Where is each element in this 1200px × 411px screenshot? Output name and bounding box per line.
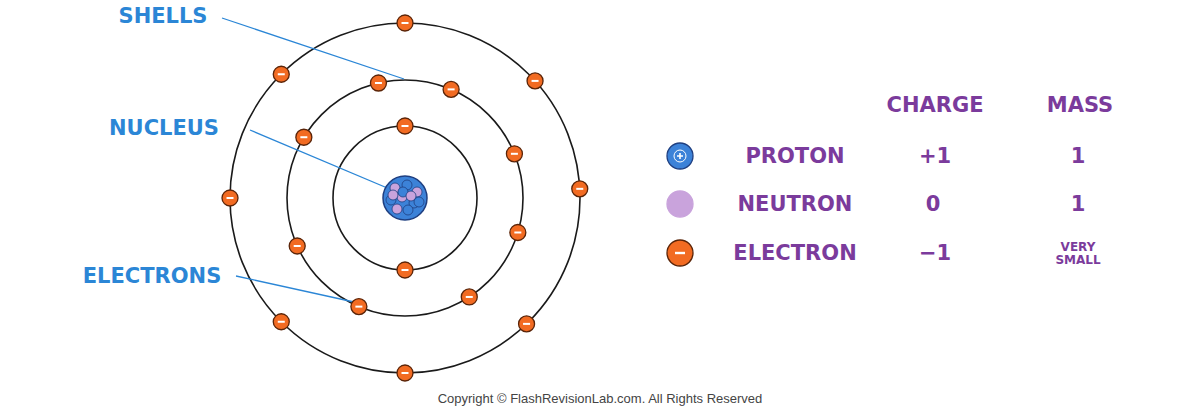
electron-body bbox=[519, 316, 535, 332]
nucleon bbox=[403, 205, 413, 215]
minus-sign bbox=[532, 80, 539, 82]
table-cell: 0 bbox=[926, 193, 941, 215]
nucleon bbox=[392, 204, 402, 214]
electron bbox=[351, 299, 367, 315]
nucleus-outline bbox=[383, 176, 427, 220]
minus-sign bbox=[227, 197, 234, 199]
electron bbox=[397, 118, 413, 134]
minus-sign bbox=[355, 306, 362, 308]
legend-sample bbox=[667, 240, 693, 266]
minus-sign bbox=[466, 296, 473, 298]
legend-sample bbox=[667, 191, 693, 217]
minus-sign bbox=[294, 245, 301, 247]
electron bbox=[519, 316, 535, 332]
electron bbox=[397, 262, 413, 278]
table-cell: VERY SMALL bbox=[1048, 241, 1108, 266]
electron-body bbox=[397, 365, 413, 381]
table-cell: 1 bbox=[1071, 193, 1086, 215]
part-name: NUCLEUS bbox=[109, 117, 219, 139]
table-cell: −1 bbox=[919, 242, 951, 264]
electron-body bbox=[273, 314, 289, 330]
electron bbox=[370, 75, 386, 91]
electron-body bbox=[397, 262, 413, 278]
legend-label: PROTON bbox=[745, 145, 844, 167]
electron-body bbox=[461, 289, 477, 305]
part-name: ELECTRONS bbox=[83, 265, 222, 287]
electron-body bbox=[273, 66, 289, 82]
electron bbox=[397, 15, 413, 31]
shell bbox=[230, 23, 580, 373]
minus-sign bbox=[278, 73, 285, 75]
electron-body bbox=[506, 146, 522, 162]
minus-sign bbox=[511, 153, 518, 155]
electron-body bbox=[351, 299, 367, 315]
table-cell: +1 bbox=[919, 145, 951, 167]
electron bbox=[296, 129, 312, 145]
leader-lines bbox=[222, 18, 404, 302]
electron-body bbox=[572, 181, 588, 197]
electron bbox=[461, 289, 477, 305]
minus-sign bbox=[402, 269, 409, 271]
electron-body bbox=[397, 15, 413, 31]
legend-swatch bbox=[667, 240, 693, 266]
part-name: SHELLS bbox=[119, 5, 208, 27]
minus-sign bbox=[402, 372, 409, 374]
electron bbox=[443, 81, 459, 97]
nucleon bbox=[388, 190, 398, 200]
shell bbox=[333, 126, 477, 270]
electron-body bbox=[443, 81, 459, 97]
electron bbox=[289, 238, 305, 254]
electron bbox=[506, 146, 522, 162]
minus-sign bbox=[675, 252, 685, 254]
minus-sign bbox=[523, 323, 530, 325]
electron bbox=[273, 314, 289, 330]
electron bbox=[222, 190, 238, 206]
plus-ring bbox=[674, 150, 686, 162]
electron-body bbox=[222, 190, 238, 206]
shell bbox=[287, 80, 523, 316]
column-heading: MASS bbox=[1047, 94, 1113, 116]
electrons bbox=[222, 15, 588, 381]
electron bbox=[572, 181, 588, 197]
minus-sign bbox=[514, 231, 521, 233]
leader-line bbox=[222, 18, 404, 79]
electron bbox=[397, 365, 413, 381]
electron-body bbox=[296, 129, 312, 145]
electron bbox=[273, 66, 289, 82]
legend-label: NEUTRON bbox=[738, 193, 853, 215]
minus-sign bbox=[448, 88, 455, 90]
minus-sign bbox=[278, 321, 285, 323]
copyright-note: Copyright © FlashRevisionLab.com. All Ri… bbox=[438, 392, 763, 406]
legend-swatch bbox=[667, 191, 693, 217]
shells bbox=[230, 23, 580, 373]
nucleon bbox=[414, 197, 424, 207]
minus-sign bbox=[576, 188, 583, 190]
column-heading: CHARGE bbox=[887, 94, 984, 116]
electron-body bbox=[397, 118, 413, 134]
electron bbox=[527, 73, 543, 89]
nucleus bbox=[383, 176, 427, 220]
electron-body bbox=[370, 75, 386, 91]
minus-sign bbox=[402, 125, 409, 127]
minus-sign bbox=[375, 82, 382, 84]
electron-body bbox=[527, 73, 543, 89]
table-cell: 1 bbox=[1071, 145, 1086, 167]
minus-sign bbox=[300, 136, 307, 138]
plus-sign bbox=[677, 153, 683, 159]
legend-swatches bbox=[667, 143, 693, 266]
electron-body bbox=[510, 224, 526, 240]
electron-body bbox=[289, 238, 305, 254]
legend-label: ELECTRON bbox=[733, 242, 856, 264]
leader-line bbox=[250, 130, 392, 190]
legend-swatch bbox=[667, 143, 693, 169]
legend-sample bbox=[667, 143, 693, 169]
minus-sign bbox=[402, 22, 409, 24]
leader-line bbox=[236, 276, 354, 302]
electron bbox=[510, 224, 526, 240]
